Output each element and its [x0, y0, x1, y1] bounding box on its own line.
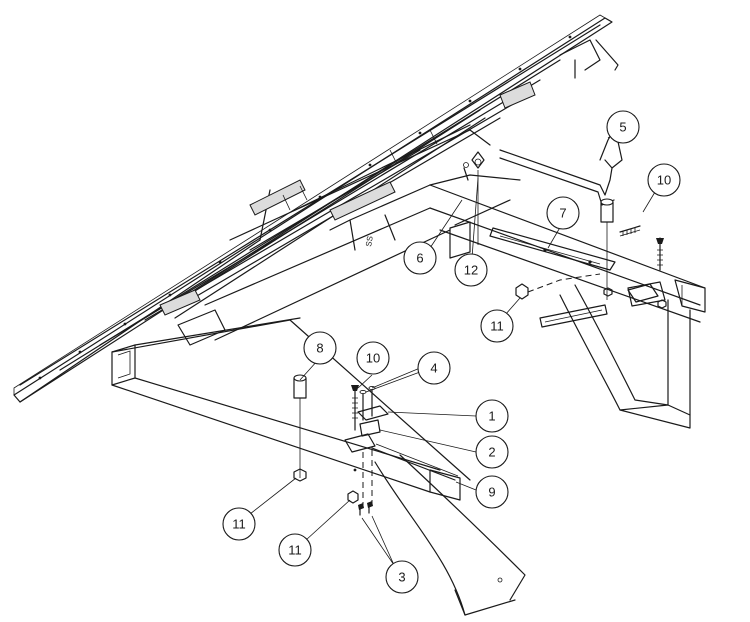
svg-text:2: 2 [488, 445, 495, 460]
svg-text:11: 11 [490, 319, 504, 334]
callout-4: 4 [417, 351, 451, 385]
callout-11-right: 11 [480, 309, 514, 343]
callout-11-left: 11 [222, 507, 256, 541]
svg-text:6: 6 [416, 251, 423, 266]
svg-text:5: 5 [619, 120, 626, 135]
svg-text:3: 3 [398, 570, 405, 585]
svg-text:9: 9 [488, 485, 495, 500]
front-frame [111, 317, 526, 616]
part-7-bar [489, 227, 616, 271]
svg-text:4: 4 [430, 361, 437, 376]
svg-text:10: 10 [657, 173, 671, 188]
svg-text:8: 8 [316, 341, 323, 356]
callout-10-center: 10 [356, 341, 390, 375]
part-9-strap [539, 304, 608, 328]
callout-7: 7 [546, 196, 580, 230]
svg-text:12: 12 [464, 263, 478, 278]
callout-9: 9 [475, 475, 509, 509]
svg-text:7: 7 [559, 206, 566, 221]
callout-6: 6 [403, 241, 437, 275]
callout-8: 8 [303, 331, 337, 365]
svg-text:1: 1 [488, 409, 495, 424]
frame-stamp: SS [364, 235, 375, 247]
svg-text:10: 10 [366, 351, 380, 366]
svg-text:11: 11 [232, 517, 246, 532]
blade-assembly [13, 14, 619, 403]
callout-1: 1 [475, 399, 509, 433]
blade-bolts [38, 35, 572, 380]
svg-text:11: 11 [288, 543, 302, 558]
callout-11-center: 11 [278, 533, 312, 567]
callout-12: 12 [454, 253, 488, 287]
callout-5: 5 [606, 110, 640, 144]
callout-10-right: 10 [647, 163, 681, 197]
callout-3: 3 [385, 560, 419, 594]
leader-lines [249, 129, 656, 566]
callout-2: 2 [475, 435, 509, 469]
hardware-right [515, 198, 667, 309]
rear-frame: SS [364, 174, 706, 429]
part-5-rod [499, 127, 623, 206]
